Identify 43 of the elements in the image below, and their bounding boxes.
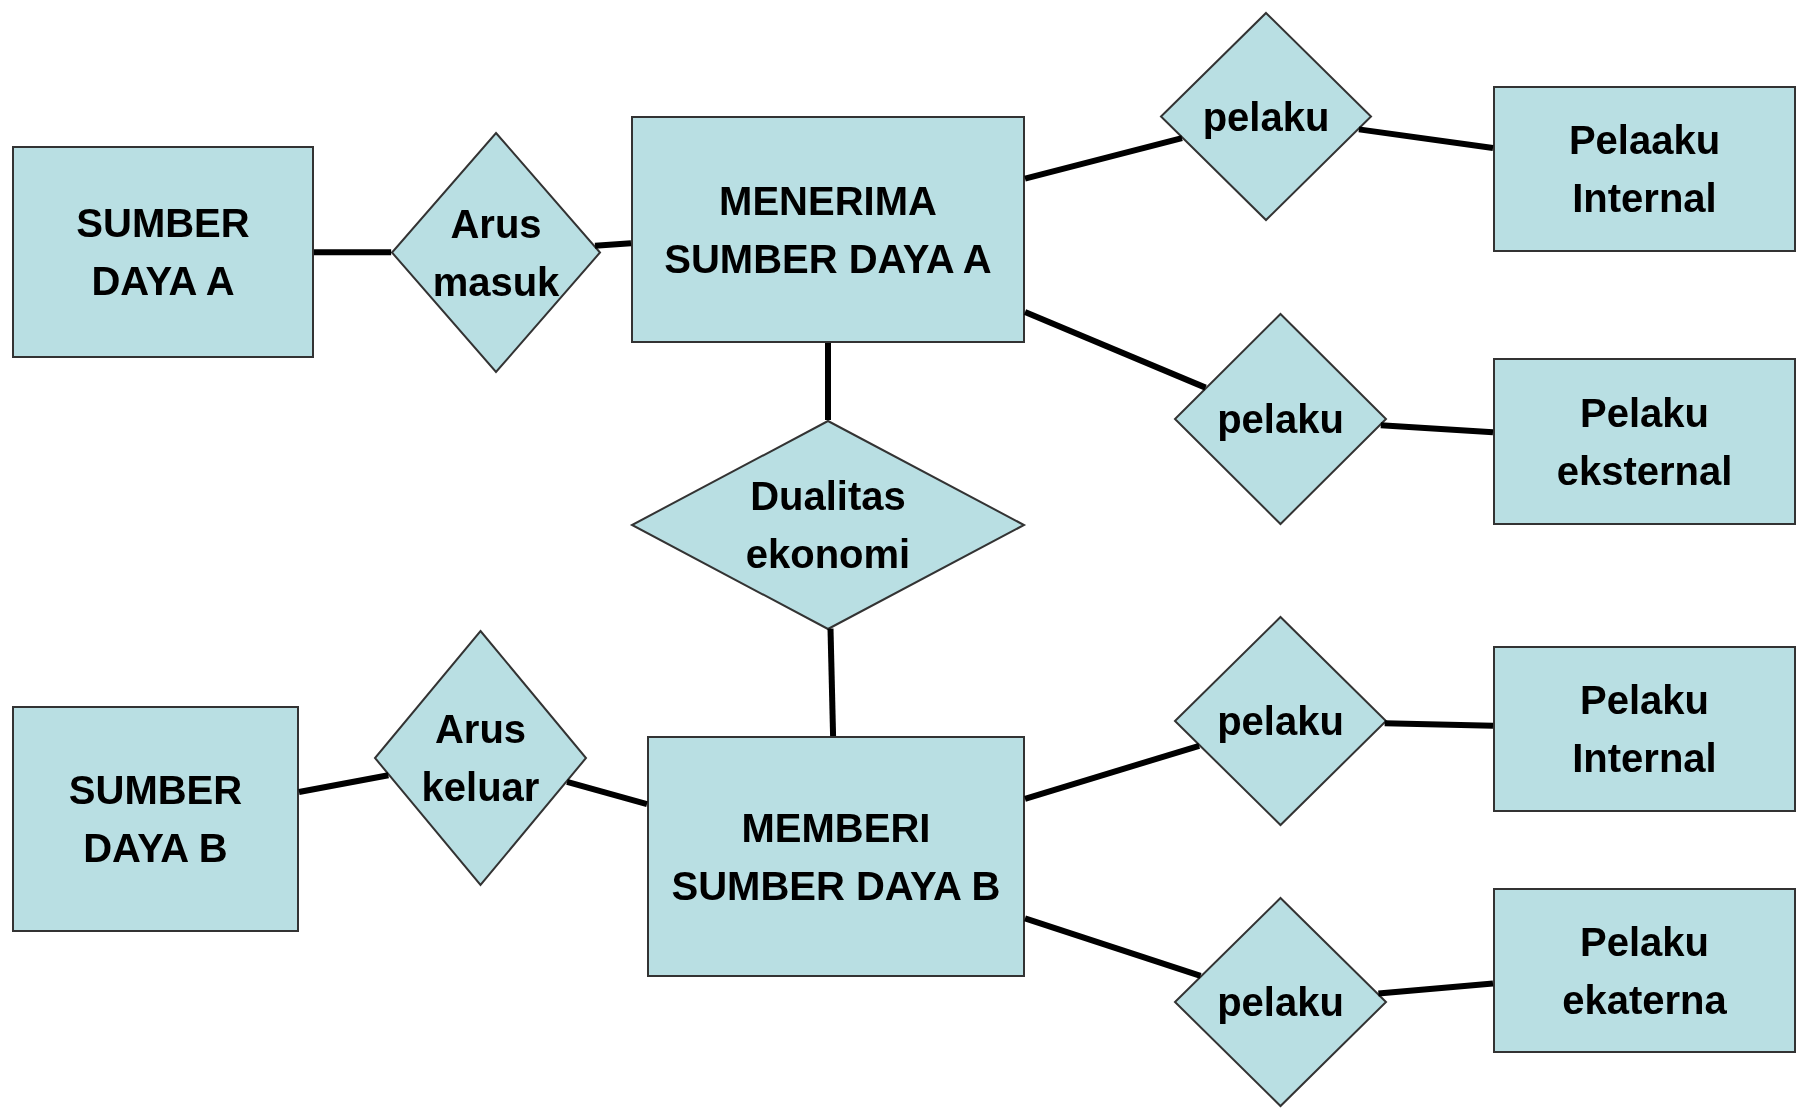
node-label: pelaku — [1216, 396, 1345, 443]
node-label: Pelaku Internal — [1571, 677, 1718, 782]
decision-diamond — [391, 132, 601, 373]
connector-line — [825, 343, 831, 420]
connector-line — [1024, 135, 1183, 182]
process-box — [647, 736, 1025, 977]
process-box — [1493, 888, 1796, 1053]
process-box — [12, 146, 314, 358]
connector-line — [827, 628, 837, 737]
node-label: Dualitas ekonomi — [744, 473, 912, 578]
process-box — [1493, 646, 1796, 812]
node-label: MENERIMA SUMBER DAYA A — [663, 177, 993, 283]
connector-line — [314, 249, 392, 256]
node-label: Pelaku ekaterna — [1561, 918, 1728, 1024]
node-label: Arus masuk — [431, 200, 561, 306]
decision-diamond — [1174, 616, 1387, 826]
process-box — [631, 116, 1025, 343]
connector-line — [1024, 915, 1202, 979]
connector-line — [1380, 422, 1494, 436]
node-label: pelaku — [1216, 698, 1345, 745]
node-label: Pelaku eksternal — [1555, 389, 1734, 495]
connector-line — [1384, 720, 1494, 729]
process-box — [1493, 86, 1796, 252]
decision-diamond — [631, 420, 1025, 630]
decision-diamond — [1174, 313, 1387, 525]
node-label: Arus keluar — [420, 706, 541, 811]
node-label: Pelaaku Internal — [1567, 117, 1722, 222]
decision-diamond — [1160, 12, 1372, 221]
process-box — [12, 706, 299, 932]
connector-line — [1358, 126, 1494, 151]
decision-diamond — [1174, 897, 1387, 1107]
connector-line — [566, 779, 648, 808]
connector-line — [298, 772, 389, 795]
connector-line — [1024, 742, 1201, 802]
node-label: SUMBER DAYA A — [75, 200, 251, 305]
node-label: pelaku — [1201, 93, 1331, 141]
connector-line — [594, 240, 632, 249]
node-label: MEMBERI SUMBER DAYA B — [670, 804, 1002, 910]
connector-line — [1378, 980, 1494, 997]
decision-diamond — [374, 630, 587, 886]
process-box — [1493, 358, 1796, 525]
node-label: pelaku — [1216, 979, 1345, 1026]
node-label: SUMBER DAYA B — [67, 767, 244, 872]
